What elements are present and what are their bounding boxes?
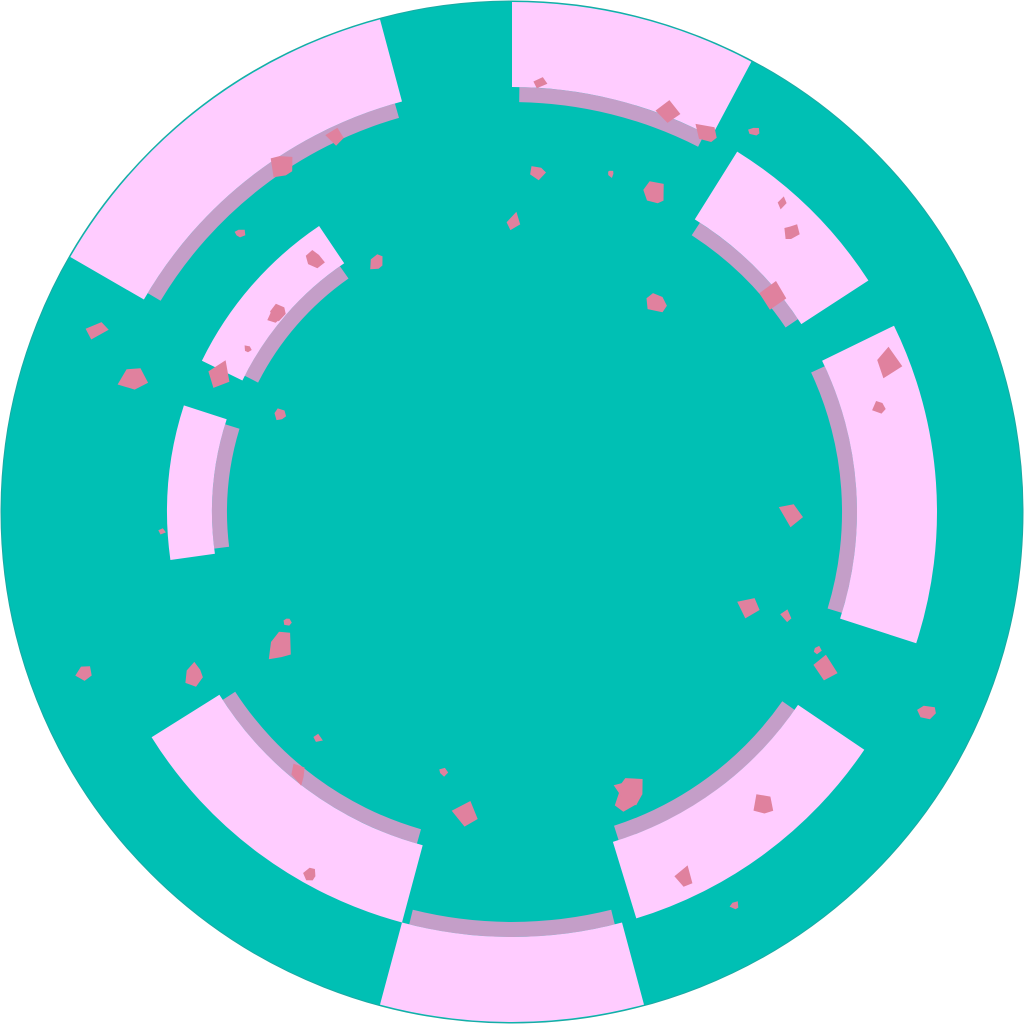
speckle [370,254,383,270]
speckle [759,281,787,310]
speckle [75,666,92,681]
ring-3-sector-2 [201,226,345,381]
ring-panels [70,2,937,1022]
speckle [737,598,760,619]
speckle [613,781,638,802]
speckle [778,504,803,528]
speckle [655,100,681,123]
ring-3-sector-1 [167,405,227,560]
ring-2-sector-3-shadow [614,701,795,841]
speckle [917,705,936,720]
speckle [777,196,787,210]
ring-2-sector-3 [612,704,865,919]
speckle [813,654,838,681]
speckle [305,250,325,269]
speckle [877,346,903,379]
ring-1-sector-2-shadow [409,909,615,938]
speckle [695,123,717,142]
speckle [283,618,292,626]
speckle [325,127,344,146]
speckle [439,767,449,777]
speckle [268,631,291,660]
speckle [533,77,548,89]
speckle [872,401,886,414]
speckle [158,528,166,535]
speckle [643,181,664,204]
ring-1-sector-1-shadow [519,87,705,147]
speckle [313,733,323,742]
speckle [451,801,478,827]
speckle [729,901,739,910]
speckle [784,224,800,239]
speckle [530,166,546,181]
speckle [274,408,287,421]
speckle [506,211,521,231]
ring-2-sector-2-shadow [811,366,857,613]
ring-2-sector-2 [822,325,937,644]
ring-2-sector-1 [694,151,869,325]
speckle [85,322,109,340]
speckle [646,293,667,313]
speckle [753,794,774,814]
speckle [813,645,822,655]
speckle [291,763,305,786]
speckle [270,303,286,322]
speckle [608,170,614,178]
speckle [748,127,760,136]
speckle [244,345,252,353]
ring-3-sector-1-shadow [211,424,240,549]
ring-3-sector-2-shadow [244,266,349,383]
ring-1-sector-1 [512,2,752,137]
speckle [234,229,246,238]
speckle [303,867,316,881]
speckle [208,360,230,388]
speckle [270,156,293,178]
speckle [185,661,203,687]
speckle [674,865,693,887]
ring-1-sector-2 [380,922,644,1022]
speckle [117,368,149,390]
speckle [780,609,792,623]
ring-2-sector-4-shadow [222,691,421,844]
speckle-layer [75,77,936,910]
ring-1-sector-3-shadow [147,103,399,301]
ring-1-sector-3 [70,19,403,300]
ring-2-sector-4 [151,694,423,923]
